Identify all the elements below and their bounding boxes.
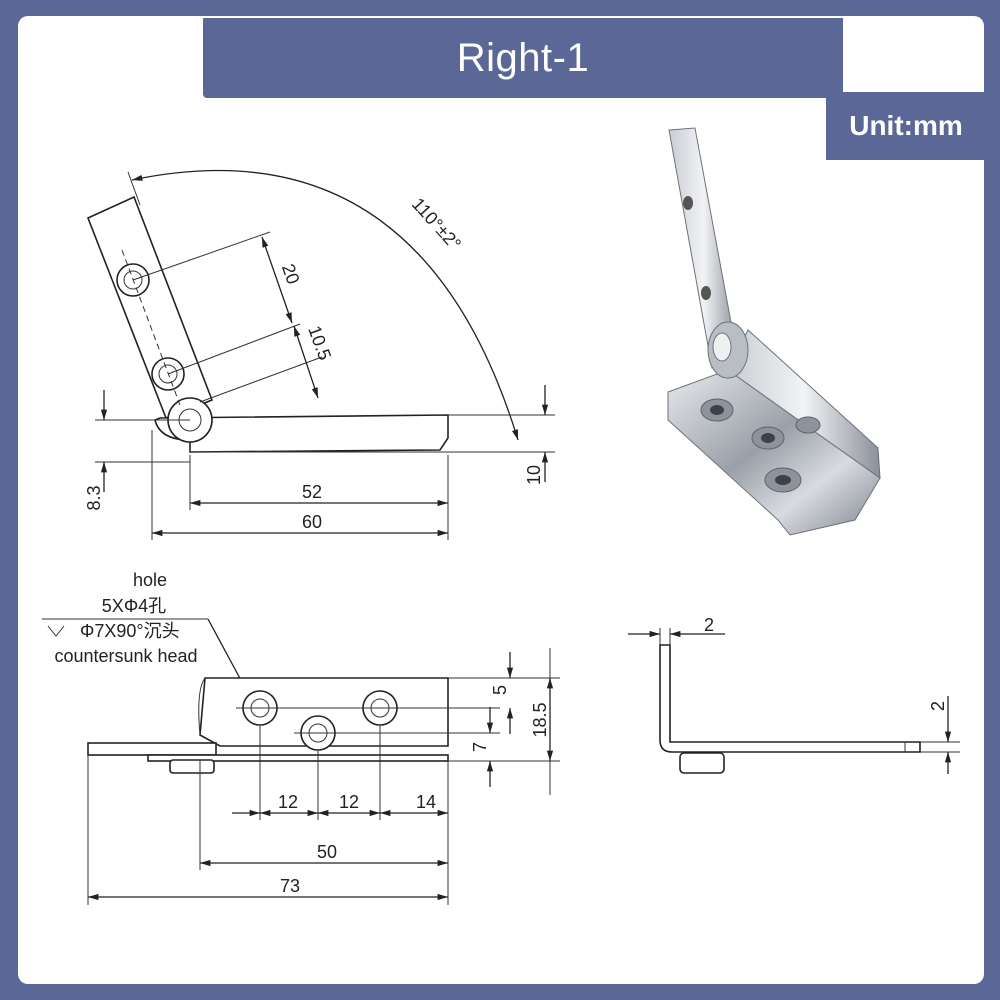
- unit-badge: Unit:mm: [826, 92, 986, 160]
- side-view: 20 10.5 110°±2° 10 8.3 52: [84, 169, 555, 540]
- dim-8-3: 8.3: [84, 485, 104, 510]
- raised-leaf: [86, 195, 214, 420]
- dim-50: 50: [317, 842, 337, 862]
- top-view: hole 5XΦ4孔 Φ7X90°沉头 countersunk head: [42, 570, 560, 905]
- dim-2-side: 2: [928, 701, 948, 711]
- unit-label: Unit:mm: [849, 110, 963, 141]
- dim-73: 73: [280, 876, 300, 896]
- note-countersunk-head: countersunk head: [54, 646, 197, 666]
- page-title: Right-1: [456, 35, 590, 80]
- dim-60: 60: [302, 512, 322, 532]
- dim-18-5: 18.5: [530, 702, 550, 737]
- end-view: 2 2: [628, 615, 960, 774]
- dim-7: 7: [470, 742, 490, 752]
- dim-12-a: 12: [278, 792, 298, 812]
- angle-label: 110°±2°: [408, 194, 465, 254]
- dim-5: 5: [490, 685, 510, 695]
- dim-52: 52: [302, 482, 322, 502]
- product-illustration: [667, 127, 881, 536]
- dim-14: 14: [416, 792, 436, 812]
- dim-12-b: 12: [339, 792, 359, 812]
- note-hole: hole: [133, 570, 167, 590]
- dim-2-top: 2: [704, 615, 714, 635]
- note-hole-count: 5XΦ4孔: [102, 596, 166, 616]
- note-countersink: Φ7X90°沉头: [80, 621, 180, 641]
- dim-10: 10: [524, 465, 544, 485]
- dim-10-5: 10.5: [304, 323, 335, 363]
- angle-profile: [659, 644, 921, 753]
- dim-20: 20: [278, 261, 304, 287]
- title-banner: Right-1: [203, 18, 843, 98]
- base-strip: [87, 742, 217, 756]
